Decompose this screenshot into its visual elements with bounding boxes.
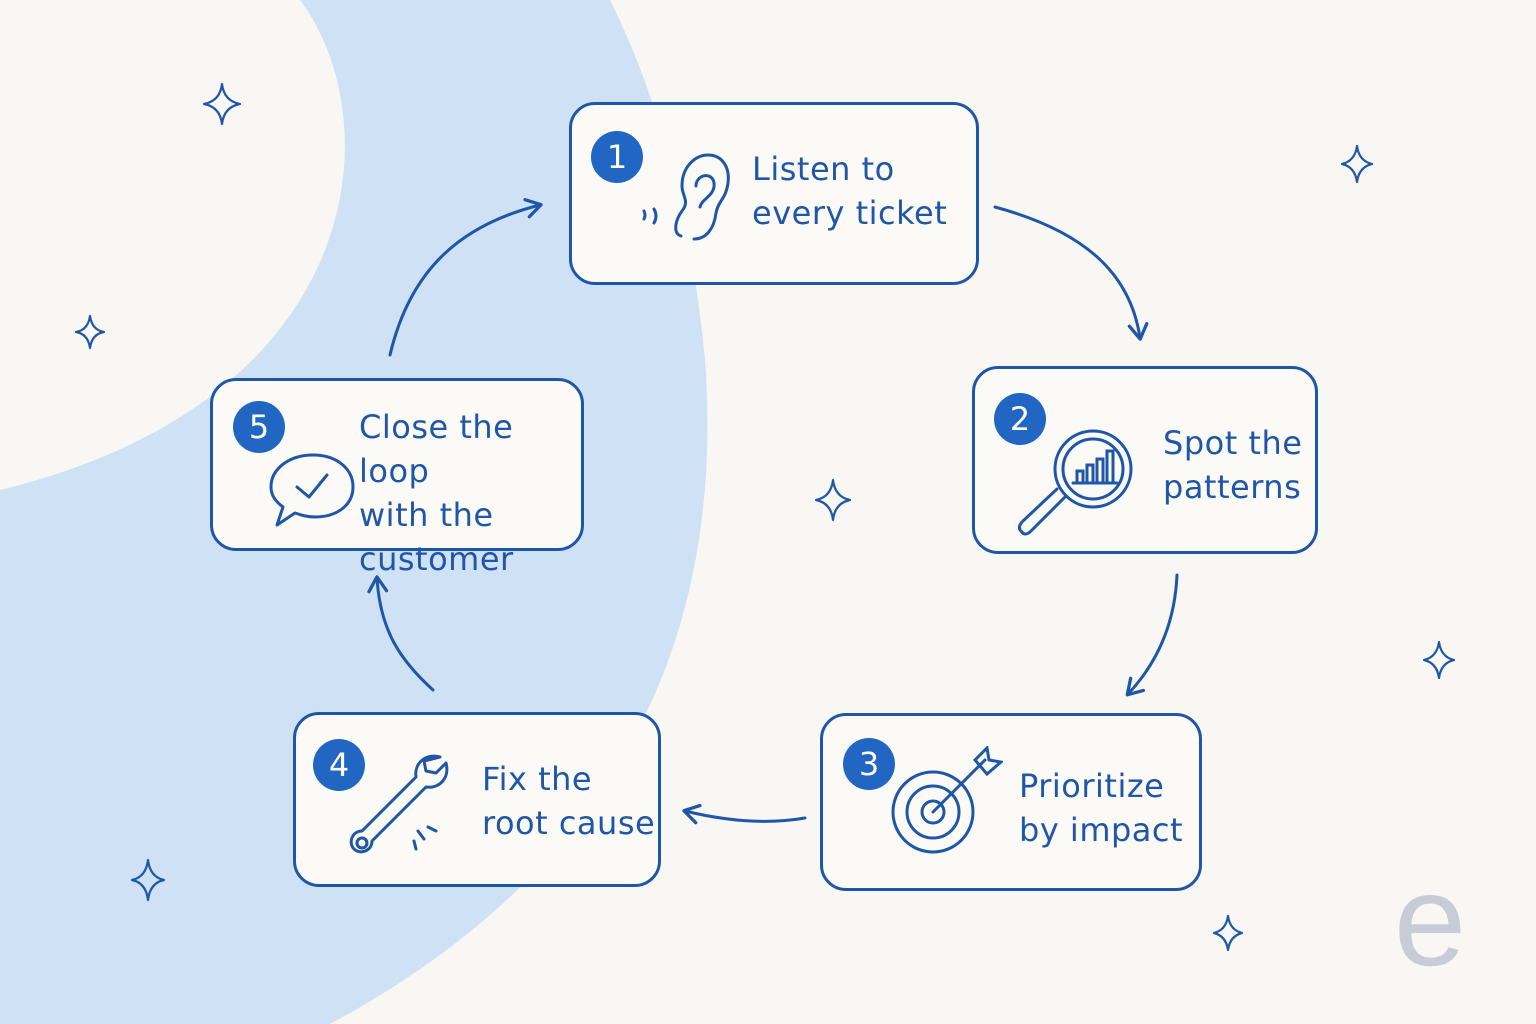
step-5-number-badge: 5 [233, 401, 285, 453]
step-1-label: Listen to every ticket [752, 150, 948, 232]
step-3-label: Prioritize by impact [1019, 767, 1184, 849]
cycle-arrows [367, 198, 1179, 825]
arrow-3-to-4 [682, 803, 807, 825]
sparkle-icon [130, 858, 166, 902]
chat-check-icon [269, 453, 355, 527]
step-5-card: 5 Close the loop with the customer [210, 378, 584, 578]
magnifier-chart-icon [1017, 429, 1133, 536]
sparkle-icon [1212, 914, 1244, 952]
sparkle-icon [1340, 144, 1374, 184]
step-4-card: 4 Fix the root cause [293, 712, 661, 887]
sparkle-icon [814, 478, 852, 522]
arrow-2-to-3 [1125, 573, 1179, 697]
sparkles [74, 82, 1456, 952]
step-4-label: Fix the root cause [482, 760, 656, 842]
logo-e-icon: e [1393, 847, 1467, 993]
sparkle-icon [74, 314, 106, 350]
step-2-number-badge: 2 [994, 393, 1046, 445]
sparkle-icon [202, 82, 242, 126]
step-3-card: 3 Prioritize by impact [820, 713, 1202, 891]
arrow-1-to-2 [993, 205, 1149, 341]
step-3-number-badge: 3 [843, 738, 895, 790]
step-5-label: Close the loop with the customer [359, 408, 514, 578]
step-2-label: Spot the patterns [1163, 424, 1303, 506]
sparkle-icon [1422, 640, 1456, 680]
step-4-number-badge: 4 [313, 739, 365, 791]
arrow-4-to-5 [367, 575, 435, 692]
arrow-5-to-1 [388, 198, 543, 357]
step-1-number-badge: 1 [591, 131, 643, 183]
ear-icon [642, 153, 730, 241]
step-2-card: 2 Spot the patterns [972, 366, 1318, 554]
target-arrow-icon [891, 746, 1003, 854]
step-1-card: 1 Listen to every ticket [569, 102, 979, 285]
wrench-icon [349, 754, 449, 854]
